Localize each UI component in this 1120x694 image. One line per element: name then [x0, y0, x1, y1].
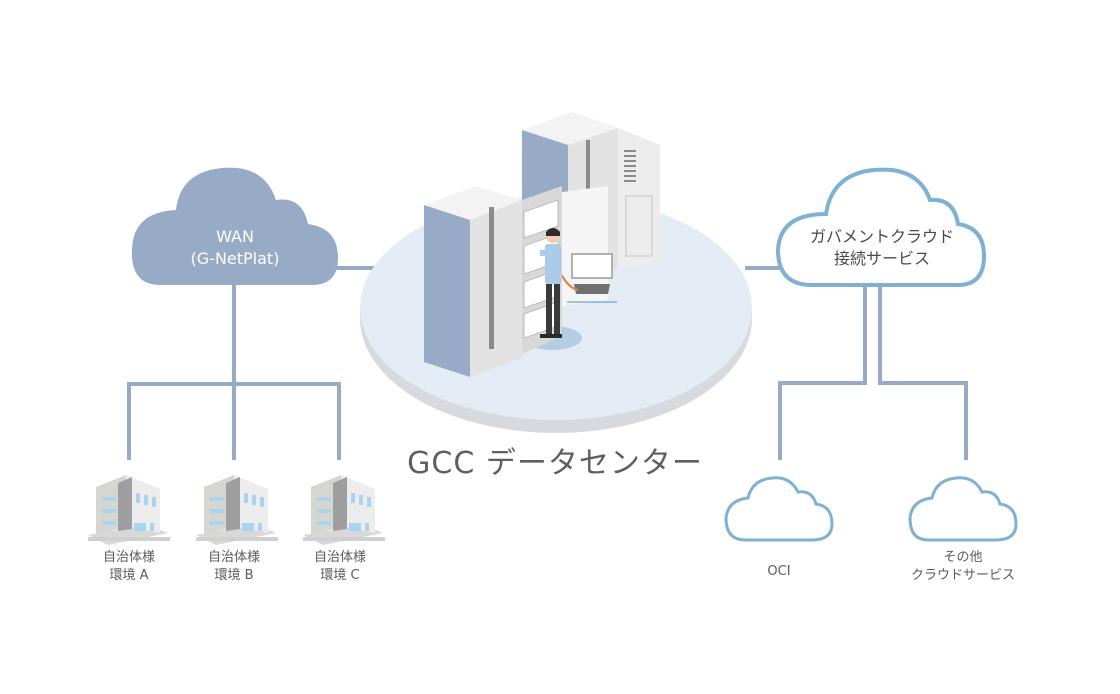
municipality-a-line2: 環境 A: [109, 567, 149, 583]
wan-label-line2: (G-NetPlat): [190, 248, 280, 268]
building-icon: [88, 475, 170, 545]
municipality-c-label: 自治体様 環境 C: [290, 549, 390, 584]
oci-cloud-icon: [724, 476, 834, 542]
municipality-b-line2: 環境 B: [214, 567, 254, 583]
oci-label-line1: OCI: [767, 564, 791, 579]
gov-branch-oci-line: [778, 285, 867, 460]
other-cloud-label: その他 クラウドサービス: [898, 549, 1028, 584]
datacenter-title: GCC データセンター: [407, 446, 703, 481]
other-cloud-label-line1: その他: [943, 550, 983, 565]
engineer-figure: [540, 228, 562, 338]
municipality-b-line1: 自治体様: [207, 550, 260, 565]
wan-label-line1: WAN: [216, 227, 254, 246]
municipality-c-line2: 環境 C: [320, 567, 360, 583]
municipality-a-label: 自治体様 環境 A: [79, 549, 179, 584]
server-room-icon: [424, 112, 660, 377]
gov-branch-other-line: [878, 285, 968, 460]
wan-cloud-icon: [131, 167, 338, 285]
other-cloud-icon: [908, 476, 1018, 542]
other-cloud-label-line2: クラウドサービス: [910, 567, 1015, 583]
building-icon: [196, 475, 278, 545]
connector-lines: [127, 266, 968, 460]
building-icon: [303, 475, 385, 545]
gov-cloud-label: ガバメントクラウド 接続サービス: [782, 226, 982, 269]
gov-cloud-label-line2: 接続サービス: [833, 248, 930, 268]
wan-label: WAN (G-NetPlat): [150, 226, 320, 269]
gov-cloud-label-line1: ガバメントクラウド: [809, 227, 954, 246]
municipality-b-label: 自治体様 環境 B: [184, 549, 284, 584]
gov-cloud-icon: [775, 167, 987, 287]
oci-label: OCI: [729, 563, 829, 581]
municipality-a-line1: 自治体様: [102, 550, 155, 565]
municipality-c-line1: 自治体様: [313, 550, 366, 565]
